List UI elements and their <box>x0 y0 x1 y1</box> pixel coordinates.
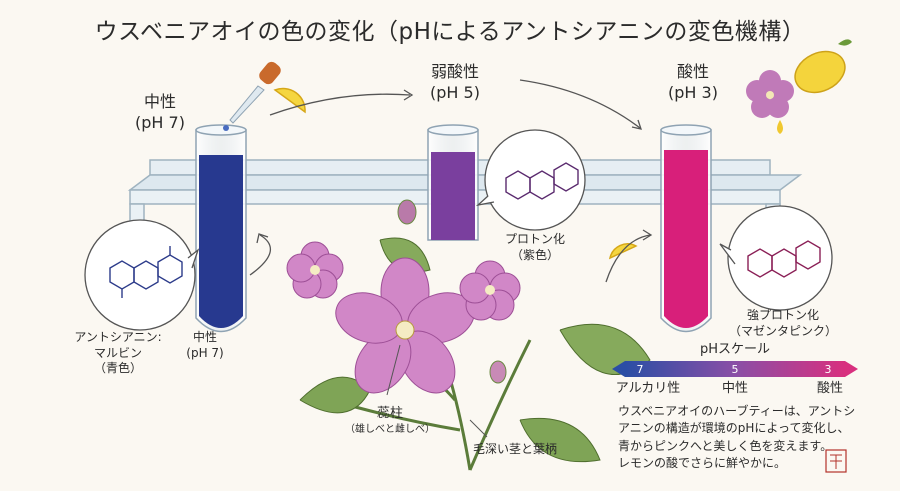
molecule-bubble-weak <box>475 129 586 231</box>
artist-seal-icon <box>825 449 847 473</box>
molecule-bubble-neutral <box>84 219 200 331</box>
label-weak-acid: 弱酸性 (pH 5) <box>430 62 480 102</box>
ph-label-acid: 酸性 <box>816 381 843 396</box>
label-stem: 毛深い茎と葉柄 <box>472 442 557 456</box>
arrow-molecule-to-neutral <box>249 234 271 276</box>
mallow-flower-right-icon <box>459 260 521 321</box>
caption-neutral-ph: 中性 (pH 7) <box>186 330 224 360</box>
ph-tick-7: 7 <box>636 363 644 376</box>
flower-bud-icon <box>397 199 417 225</box>
tube-weak-acid <box>427 124 479 241</box>
explanation-note: ウスベニアオイのハーブティーは、アントシ アニンの構造が環境のpHによって変化し… <box>618 404 856 471</box>
ph-tick-5: 5 <box>731 363 739 376</box>
protonated-structure-icon <box>505 162 579 200</box>
mallow-flower-small-icon <box>746 70 794 118</box>
arrow-lemon-to-acid <box>605 234 651 283</box>
dropper-icon <box>223 61 281 131</box>
caption-strong-protonated: 強プロトン化 （マゼンタピンク） <box>728 308 837 338</box>
label-acid: 酸性 (pH 3) <box>668 62 718 102</box>
ph-tick-3: 3 <box>824 363 832 376</box>
flavylium-structure-icon <box>747 240 821 278</box>
page-title: ウスベニアオイの色の変化（pHによるアントシアニンの変色機構） <box>94 19 806 45</box>
caption-protonated: プロトン化 （紫色） <box>504 232 565 262</box>
ph-scale-bar <box>612 361 858 377</box>
caption-anthocyanin: アントシアニン: マルビン （青色） <box>74 330 162 376</box>
label-stigma: 蕊柱 （雄しべと雌しべ） <box>345 406 435 435</box>
ph-label-alkaline: アルカリ性 <box>615 381 681 396</box>
lemon-drop-icon <box>777 120 783 134</box>
ph-label-neutral: 中性 <box>721 381 748 396</box>
ph-scale-title: pHスケール <box>699 342 771 357</box>
molecule-bubble-acid <box>719 205 833 311</box>
mallow-plant-illustration <box>286 199 651 471</box>
mallow-flower-large-icon <box>335 257 475 394</box>
label-neutral: 中性 (pH 7) <box>135 92 185 132</box>
tube-acid <box>660 124 712 333</box>
tube-neutral <box>195 124 247 333</box>
malvin-structure-icon <box>109 246 183 298</box>
arrow-weak-to-acid <box>519 79 641 129</box>
arrow-neutral-to-weak <box>269 93 411 116</box>
lemon-icon <box>794 39 852 94</box>
mallow-flower-left-icon <box>286 241 344 299</box>
